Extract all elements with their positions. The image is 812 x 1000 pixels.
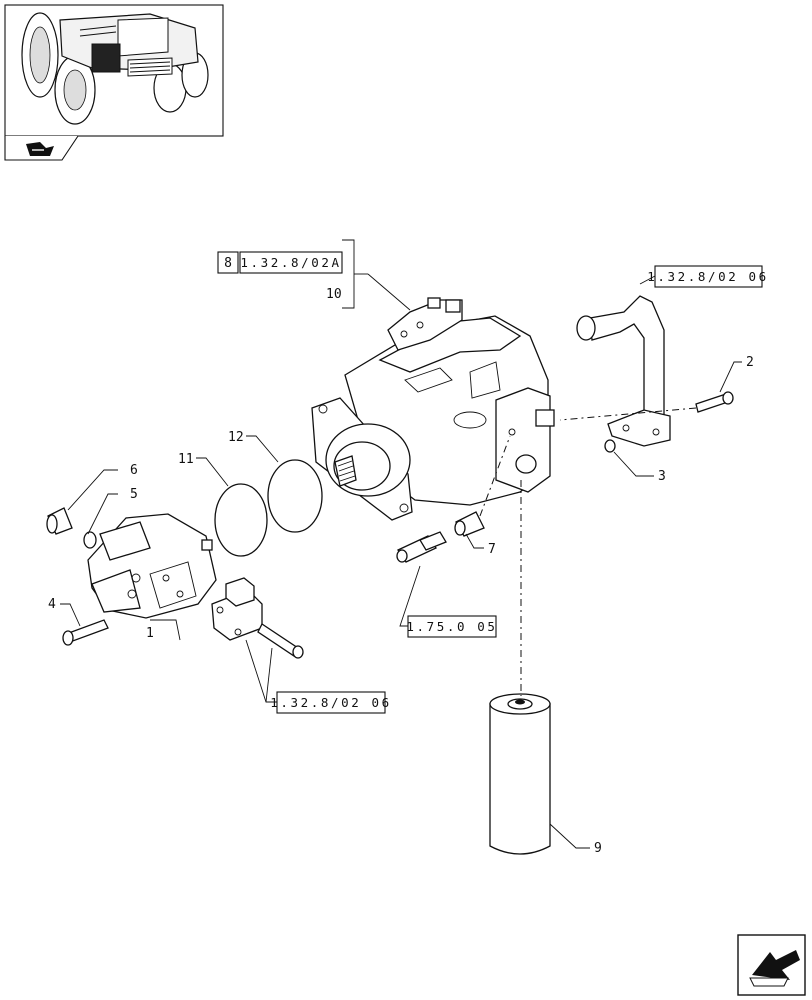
callout-group-10: 10: [326, 239, 411, 311]
next-page-arrow-icon[interactable]: [737, 934, 806, 996]
ref-main-pump: 1.32.8/02A: [240, 255, 341, 270]
callout-8: 8: [224, 256, 232, 271]
callout-12: 12: [228, 430, 244, 445]
callout-2: 2: [746, 355, 754, 370]
ref-box-top-right[interactable]: 1.32.8/02 06: [647, 265, 769, 288]
tractor-thumbnail-icon: [21, 12, 209, 125]
ref-box-main-pump[interactable]: 8 1.32.8/02A: [217, 251, 343, 274]
washer-5: [83, 531, 97, 549]
callout-10: 10: [326, 287, 342, 302]
screw-2: [695, 391, 734, 413]
screw-4: [62, 619, 109, 646]
ref-box-sensor[interactable]: 1.75.0 05: [406, 615, 497, 638]
o-ring-11: [214, 483, 268, 557]
o-ring-3: [604, 439, 616, 453]
callout-11: 11: [178, 452, 194, 467]
ref-box-bottom-left[interactable]: 1.32.8/02 06: [270, 691, 392, 714]
suction-pipe: [576, 295, 671, 447]
ref-top-right: 1.32.8/02 06: [647, 269, 769, 284]
callout-7: 7: [488, 542, 496, 557]
flange-block: [211, 577, 263, 641]
callout-6: 6: [130, 463, 138, 478]
gear-pump: [87, 513, 217, 619]
fitting-7: [454, 511, 485, 537]
callout-5: 5: [130, 487, 138, 502]
book-tab-icon[interactable]: [4, 135, 79, 161]
o-ring-12: [267, 459, 323, 533]
callout-4: 4: [48, 597, 56, 612]
plug-6: [46, 507, 73, 535]
callout-1: 1: [146, 626, 154, 641]
filter-cartridge: [489, 693, 551, 855]
sensor-fitting: [396, 531, 447, 563]
bolt-flange: [257, 623, 304, 659]
ref-sensor: 1.75.0 05: [406, 619, 497, 634]
callout-3: 3: [658, 469, 666, 484]
callout-9: 9: [594, 841, 602, 856]
tractor-thumbnail[interactable]: [4, 4, 224, 161]
ref-bottom-left: 1.32.8/02 06: [270, 695, 392, 710]
hydraulic-pump-assembly: [311, 297, 555, 521]
